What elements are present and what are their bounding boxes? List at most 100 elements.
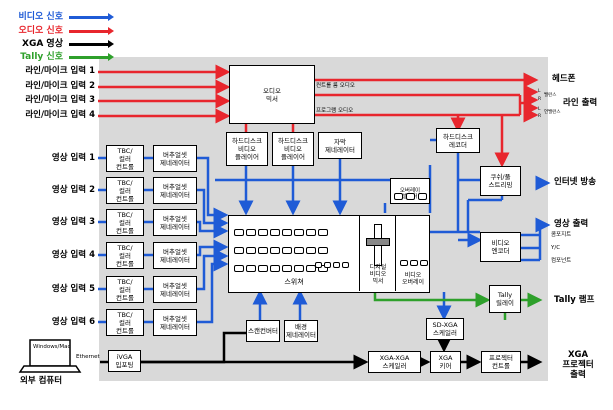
tbc-color-control-4: TBC/ 컬러 컨트롤 [106,242,144,269]
switcher-button [324,262,331,268]
switcher-button [294,265,304,272]
switcher-button [294,229,304,236]
video-output-label: 영상 출력 [554,219,589,229]
external-computer-label: 외부 컴퓨터 [20,376,63,386]
digital-video-mixer-label: 디지털 비디오 믹서 [369,264,387,285]
switcher-button [306,229,316,236]
legend-xga: XGA 영상 [0,38,115,50]
legend-audio-arrow [69,27,114,35]
switcher-button [246,247,256,254]
switcher-button [342,262,349,268]
virtual-set-generator-3: 버추얼셋 제네레이터 [153,209,197,236]
background-generator: 배경 제네레이터 [284,320,318,342]
t-bar-handle [366,238,390,246]
switcher-button [234,229,244,236]
video-input-4-label: 영상 입력 4 [51,250,95,260]
switcher-button [246,229,256,236]
mic-input-3-label: 라인/마이크 입력 3 [25,95,95,105]
sd-xga-scaler: SD-XGA 스케일러 [426,318,464,340]
control-room-audio-label: 컨트롤 룸 오디오 [316,83,355,89]
switcher-button [315,262,322,268]
legend-xga-label: XGA 영상 [22,39,63,49]
xga-xga-scaler: XGA-XGA 스케일러 [368,351,421,373]
line-out-r-label-2: R [538,114,542,119]
mic-input-1-label: 라인/마이크 입력 1 [25,66,95,76]
mic-input-4-label: 라인/마이크 입력 4 [25,110,95,120]
legend-tally: Tally 신호 [0,51,115,63]
switcher-button [294,247,304,254]
virtual-set-generator-1: 버추얼셋 제네레이터 [153,145,197,172]
switcher-label: 스위쳐 [284,278,304,286]
ivga-importing: iVGA 입포팅 [108,350,141,372]
hdd-recorder: 하드디스크 레코더 [436,128,480,153]
overlay-button-3 [418,193,427,200]
overlay-button-2 [406,193,415,200]
tbc-color-control-5: TBC/ 컬러 컨트롤 [106,276,144,303]
switcher-button [234,265,244,272]
projector-control: 프로젝터 컨트롤 [481,351,521,373]
video-input-1-label: 영상 입력 1 [51,153,95,163]
switcher-button [258,247,268,254]
legend-xga-arrow [69,40,114,48]
line-output-label: 라인 출력 [563,98,598,108]
switcher-button [282,265,292,272]
switcher-button [270,265,280,272]
mic-input-2-label: 라인/마이크 입력 2 [25,81,95,91]
overlay-key-button [410,260,418,266]
virtual-set-generator-2: 버추얼셋 제네레이터 [153,177,197,204]
switcher-button [234,247,244,254]
switcher-button [306,265,316,272]
video-input-2-label: 영상 입력 2 [51,185,95,195]
virtual-set-generator-4: 버추얼셋 제네레이터 [153,242,197,269]
hdd-video-player-2: 하드디스크 비디오 플레이어 [272,132,314,166]
switcher-button [258,265,268,272]
switcher-button [318,247,328,254]
video-overlay-label: 비디오 오버레이 [401,272,425,286]
overlay-button-1 [394,193,403,200]
program-audio-label: 프로그램 오디오 [316,108,354,114]
legend-video-label: 비디오 신호 [18,12,63,22]
line-out-l-label-1: L [538,89,541,94]
legend-audio: 오디오 신호 [0,25,115,37]
switcher-button [246,265,256,272]
audio-mixer: 오디오 믹서 [229,65,315,124]
laptop-screen-label: Windows/Mac [33,344,71,350]
laptop-icon [18,339,82,373]
video-input-6-label: 영상 입력 6 [51,317,95,327]
switcher-button [270,247,280,254]
legend-video-arrow [69,13,114,21]
tbc-color-control-3: TBC/ 컬러 컨트롤 [106,209,144,236]
xga-keyer: XGA 키어 [430,351,461,373]
internet-broadcast-label: 인터넷 방송 [554,177,597,187]
xga-projector-output-label: XGA 프로젝터 출력 [562,350,594,380]
switcher-button [333,262,340,268]
video-input-3-label: 영상 입력 3 [51,217,95,227]
composite-label: 콤포지트 [551,232,572,238]
tally-lamp-label: Tally 램프 [554,295,595,305]
switcher-button-grid [234,221,352,280]
overlay-key-button [400,260,408,266]
overlay-selector: 오버레이 셀렉터 [390,178,430,204]
switcher-button [270,229,280,236]
legend-tally-arrow [69,53,114,61]
line-out-r-label-1: R [538,97,542,102]
legend-tally-label: Tally 신호 [20,52,63,62]
switcher: 스위쳐 디지털 비디오 믹서 비디오 오버레이 [228,215,430,293]
line-out-unbalanced-label: 언밸런스 [544,110,561,115]
video-encoder: 비디오 엔코더 [480,232,521,262]
virtual-set-generator-6: 버추얼셋 제네레이터 [153,309,197,336]
headphone-output-label: 헤드폰 [552,74,576,84]
line-out-balanced-label: 밸런스 [544,93,557,98]
switcher-button [258,229,268,236]
scan-converter: 스캔컨버터 [246,320,280,342]
switcher-button [306,247,316,254]
tbc-color-control-6: TBC/ 컬러 컨트롤 [106,309,144,336]
switcher-button [282,247,292,254]
ethernet-label: Ethernet [76,354,100,360]
switcher-button [318,265,328,272]
tbc-color-control-2: TBC/ 컬러 컨트롤 [106,177,144,204]
line-out-l-label-2: L [538,107,541,112]
switcher-button [318,229,328,236]
